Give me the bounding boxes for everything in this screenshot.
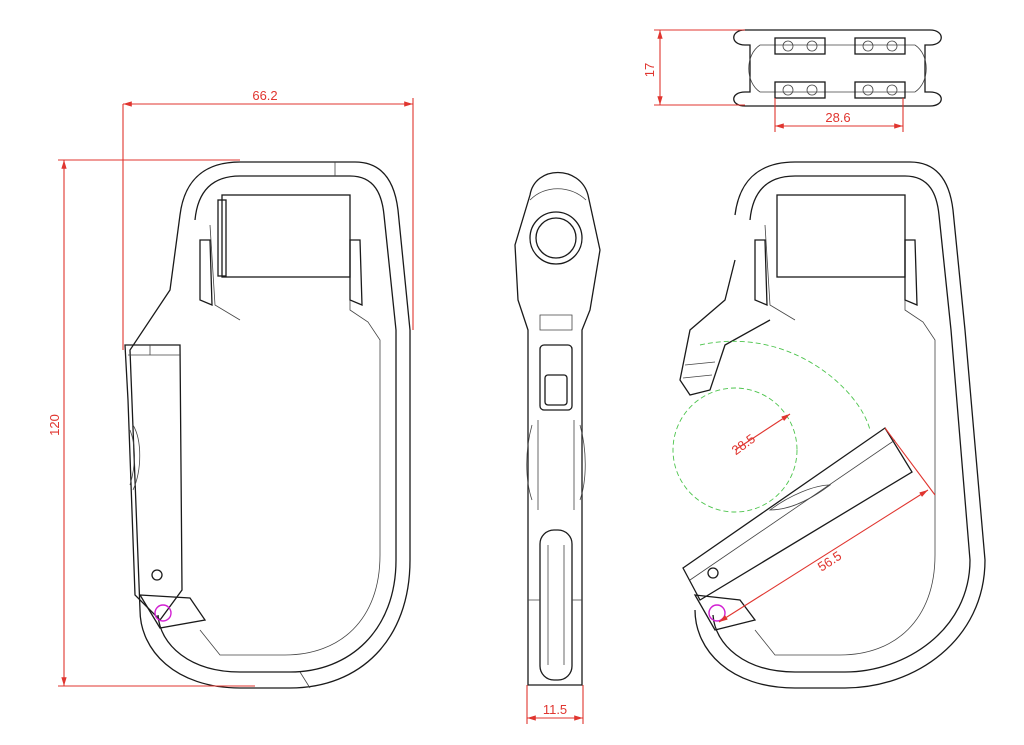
pulley-housing-right bbox=[776, 194, 906, 278]
dimension-label-height: 120 bbox=[47, 414, 62, 436]
dimension-label-swing-radius: 28.5 bbox=[729, 431, 758, 458]
dimension-label-gate-length: 56.5 bbox=[815, 548, 844, 574]
pivot-marker bbox=[154, 604, 172, 622]
dimension-pulley-height: 17 bbox=[642, 29, 745, 106]
dimension-height: 120 bbox=[47, 159, 255, 687]
dimension-label-thickness: 11.5 bbox=[543, 702, 567, 717]
dimension-label-width: 66.2 bbox=[252, 88, 277, 103]
front-view-carabiner bbox=[124, 161, 411, 689]
open-gate-view-carabiner bbox=[679, 161, 986, 689]
pulley-housing bbox=[221, 194, 351, 278]
dimension-width: 66.2 bbox=[122, 88, 414, 350]
dimension-label-pulley-width: 28.6 bbox=[825, 110, 850, 125]
side-view-carabiner bbox=[514, 172, 601, 686]
dimension-label-pulley-height: 17 bbox=[642, 63, 657, 77]
dimension-thickness: 11.5 bbox=[526, 685, 584, 724]
dimension-pulley-width: 28.6 bbox=[774, 98, 904, 132]
pivot-marker-right bbox=[708, 604, 726, 622]
pulley-section-view bbox=[733, 29, 942, 107]
dimension-swing-radius: 28.5 bbox=[729, 413, 791, 458]
gate-open bbox=[682, 427, 913, 601]
